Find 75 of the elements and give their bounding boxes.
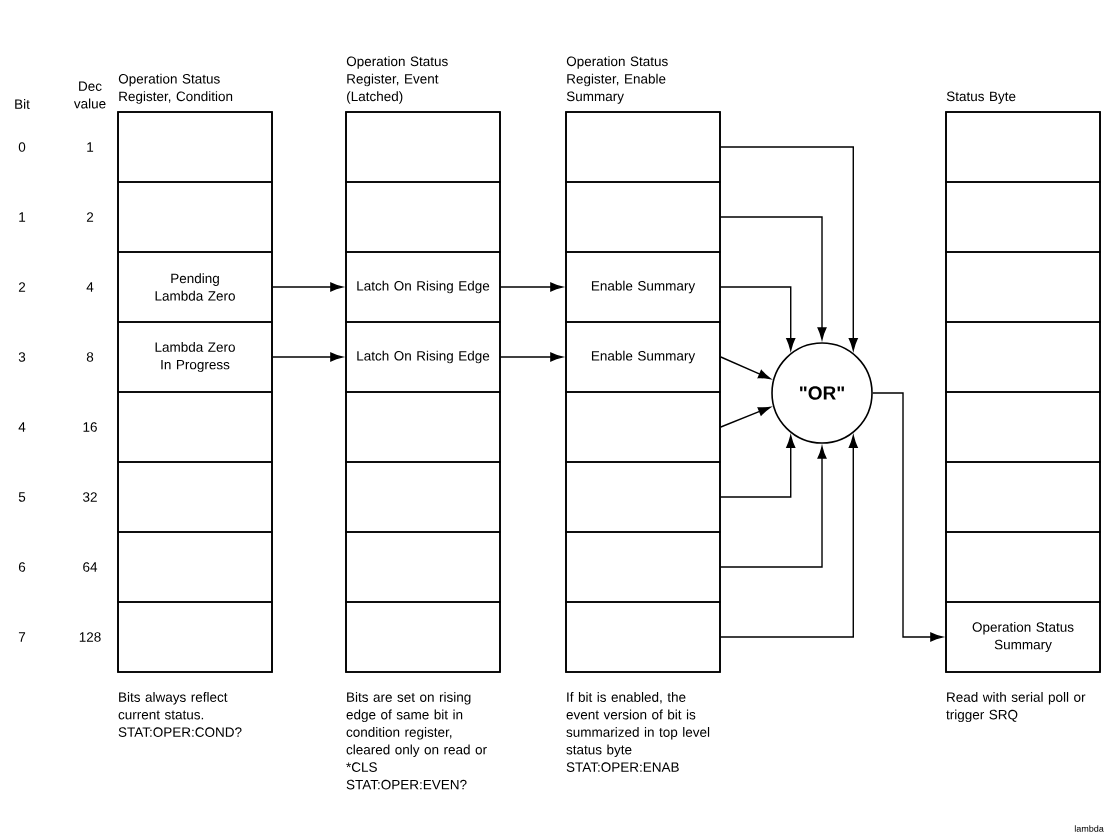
arrow <box>720 446 827 568</box>
register-cell <box>945 181 1101 253</box>
register-cell <box>945 251 1101 323</box>
column-heading: Operation Status Register, Condition <box>118 73 233 104</box>
column-label: Dec value <box>73 81 106 109</box>
register-cell: Enable Summary <box>565 321 721 393</box>
register-cell: Latch On Rising Edge <box>345 321 501 393</box>
arrow <box>720 356 771 380</box>
bit-label: 0 <box>18 142 26 152</box>
register-cell: Enable Summary <box>565 251 721 323</box>
arrow <box>720 216 827 340</box>
column-label: Bit <box>15 99 30 109</box>
command-text: STAT:OPER:COND? <box>118 727 242 737</box>
note-text: Bits are set on rising edge of same bit in condition register, cleared only on read or *CLS <box>346 692 487 772</box>
column-heading: Operation Status Register, Enable Summary <box>566 56 668 104</box>
command-text: STAT:OPER:ENAB <box>566 762 679 772</box>
value-label: 4 <box>86 282 94 292</box>
value-label: 16 <box>83 422 97 432</box>
value-label: 128 <box>79 632 101 642</box>
register-cell: Pending Lambda Zero <box>117 251 273 323</box>
register-cell <box>945 111 1101 183</box>
value-label: 2 <box>86 212 94 222</box>
register-cell <box>345 601 501 673</box>
register-cell <box>945 531 1101 603</box>
register-cell <box>565 111 721 183</box>
note-text: Read with serial poll or trigger SRQ <box>946 692 1086 723</box>
command-text: STAT:OPER:EVEN? <box>346 779 467 790</box>
register-cell: Lambda Zero In Progress <box>117 321 273 393</box>
arrow <box>872 392 943 642</box>
register-cell <box>345 111 501 183</box>
register-cell <box>117 181 273 253</box>
bit-label: 7 <box>18 632 26 642</box>
register-cell <box>117 111 273 183</box>
arrow <box>272 352 343 362</box>
note-text: If bit is enabled, the event version of bit is summarized in top level status byte <box>566 692 710 758</box>
arrow <box>720 286 796 351</box>
arrow <box>272 282 343 292</box>
arrow <box>720 146 858 351</box>
arrow <box>500 352 563 362</box>
register-cell <box>117 461 273 533</box>
register-cell <box>117 391 273 463</box>
register-cell <box>945 461 1101 533</box>
arrow <box>500 282 563 292</box>
register-cell <box>565 181 721 253</box>
bit-label: 5 <box>18 492 26 502</box>
note-text: Bits always reflect current status. <box>118 692 228 720</box>
file-name: lambda <box>1074 825 1104 832</box>
register-cell: Operation Status Summary <box>945 601 1101 673</box>
register-cell: Latch On Rising Edge <box>345 251 501 323</box>
bit-label: 4 <box>18 422 26 432</box>
arrow <box>720 406 771 428</box>
bit-label: 6 <box>18 562 26 572</box>
bit-label: 1 <box>19 212 26 222</box>
bit-label: 3 <box>18 352 26 362</box>
register-cell <box>345 531 501 603</box>
value-label: 8 <box>86 352 94 362</box>
arrow <box>720 435 858 638</box>
arrow <box>720 435 796 498</box>
bit-label: 2 <box>18 282 26 292</box>
register-cell <box>117 601 273 673</box>
register-cell <box>345 391 501 463</box>
register-cell <box>345 181 501 253</box>
register-cell <box>565 461 721 533</box>
value-label: 32 <box>83 492 97 502</box>
register-cell <box>565 391 721 463</box>
register-cell <box>565 531 721 603</box>
register-cell <box>945 321 1101 393</box>
register-cell <box>945 391 1101 463</box>
value-label: 64 <box>83 562 98 572</box>
register-cell <box>345 461 501 533</box>
register-cell <box>117 531 273 603</box>
column-heading: Operation Status Register, Event (Latched) <box>346 56 448 104</box>
register-cell <box>565 601 721 673</box>
value-label: 1 <box>87 142 94 152</box>
column-heading: Status Byte <box>946 91 1016 104</box>
